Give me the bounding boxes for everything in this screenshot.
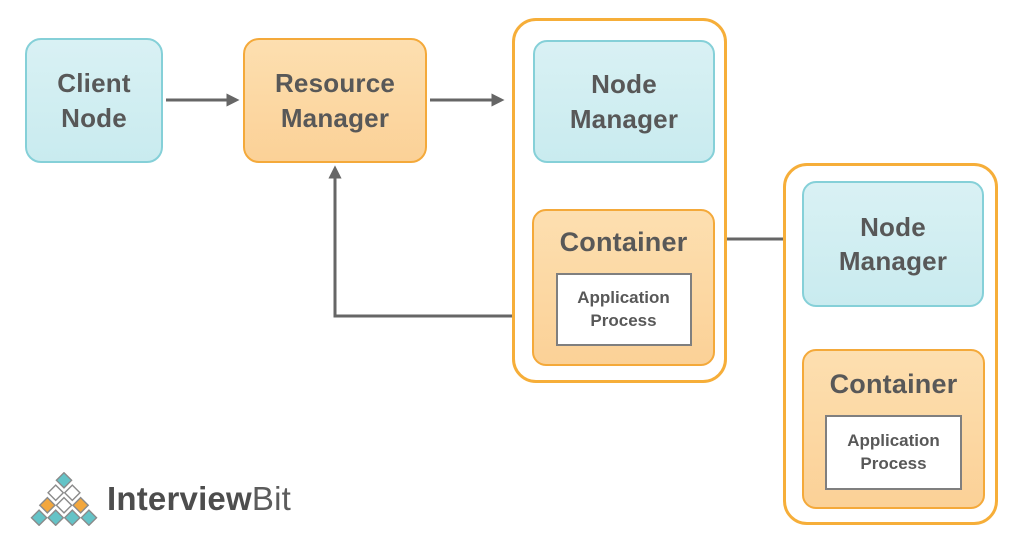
- interviewbit-logo-icon: [30, 472, 98, 526]
- application-process-1-label: Application Process: [577, 287, 670, 330]
- application-process-1-box: Application Process: [555, 273, 692, 346]
- client-node-box: Client Node: [25, 38, 163, 163]
- node-group-2: Node Manager Container Application Proce…: [783, 163, 998, 525]
- node-manager-1-label: Node Manager: [569, 69, 679, 134]
- node-group-1: Node Manager Container Application Proce…: [512, 18, 727, 383]
- interviewbit-logo: InterviewBit: [30, 472, 291, 526]
- application-process-2-box: Application Process: [825, 415, 962, 490]
- node-manager-1-box: Node Manager: [533, 40, 715, 163]
- container-2-box: Container Application Process: [802, 349, 985, 509]
- node-manager-2-label: Node Manager: [838, 211, 948, 276]
- interviewbit-logo-text: InterviewBit: [107, 480, 291, 518]
- container-2-label: Container: [829, 369, 958, 399]
- container-1-label: Container: [559, 227, 688, 257]
- resource-manager-label: Resource Manager: [274, 68, 396, 133]
- logo-text-bit: Bit: [251, 480, 291, 517]
- container-1-box: Container Application Process: [532, 209, 715, 366]
- logo-text-interview: Interview: [107, 480, 252, 517]
- client-node-label: Client Node: [57, 68, 131, 133]
- resource-manager-box: Resource Manager: [243, 38, 427, 163]
- node-manager-2-box: Node Manager: [802, 181, 984, 307]
- application-process-2-label: Application Process: [847, 430, 940, 473]
